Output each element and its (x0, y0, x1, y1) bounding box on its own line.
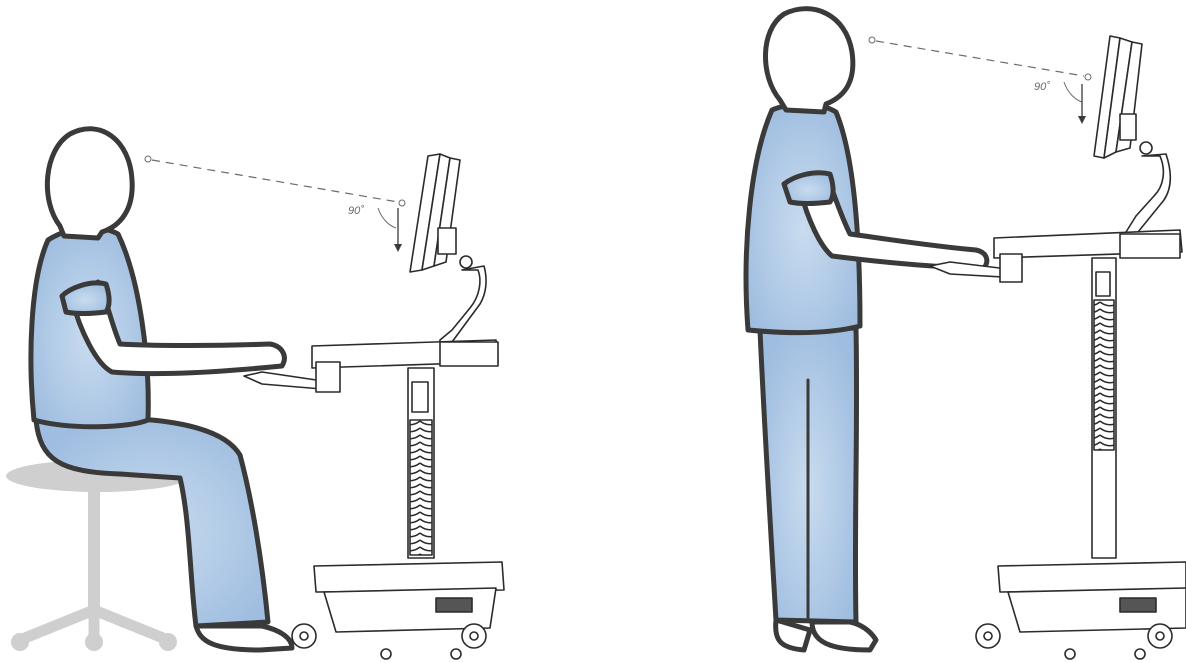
angle-label-left: 90˚ (348, 205, 364, 217)
seated-scene: 90˚ (6, 129, 504, 659)
stool-icon (6, 460, 190, 651)
angle-label-right: 90˚ (1034, 81, 1050, 93)
standing-scene: 90˚ (746, 9, 1186, 659)
person-standing-icon (746, 9, 987, 650)
person-seated-icon (31, 129, 292, 650)
medical-cart-icon-standing (930, 36, 1186, 659)
sight-line-left: 90˚ (145, 156, 405, 252)
medical-cart-icon (244, 154, 504, 659)
sight-line-right: 90˚ (869, 37, 1091, 124)
